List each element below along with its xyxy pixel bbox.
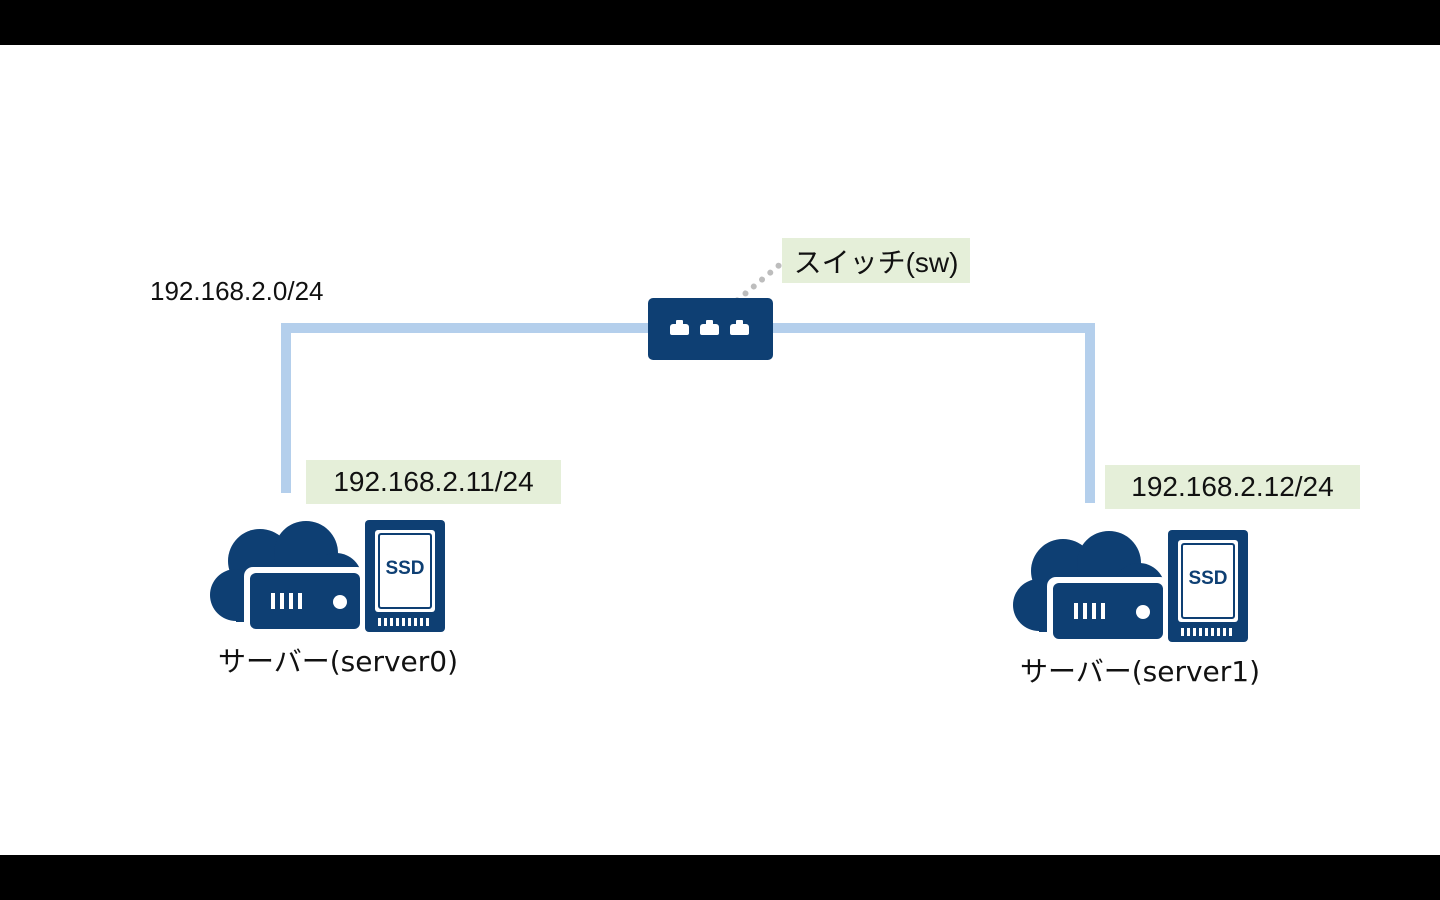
- ssd-label: SSD: [1188, 568, 1227, 589]
- cloud-server-icon: SSD: [210, 520, 445, 632]
- network-switch-icon: [648, 298, 773, 360]
- switch-port: [670, 320, 689, 335]
- slide: [0, 45, 1440, 855]
- ssd-label: SSD: [385, 558, 424, 579]
- switch-port: [700, 320, 719, 335]
- link-right-vertical: [1085, 323, 1095, 503]
- server-ip-label: 192.168.2.11/24: [306, 460, 561, 504]
- server-name-label: サーバー(server1): [1020, 655, 1261, 688]
- switch-label: スイッチ(sw): [782, 238, 970, 283]
- subnet-label: 192.168.2.0/24: [150, 276, 324, 306]
- link-left-vertical: [281, 323, 291, 493]
- link-left-horizontal: [281, 323, 648, 333]
- link-right-horizontal: [773, 323, 1095, 333]
- server-name-label: サーバー(server0): [218, 645, 459, 678]
- cloud-server-icon: SSD: [1013, 530, 1248, 642]
- switch-port: [730, 320, 749, 335]
- server-ip-label: 192.168.2.12/24: [1105, 465, 1360, 509]
